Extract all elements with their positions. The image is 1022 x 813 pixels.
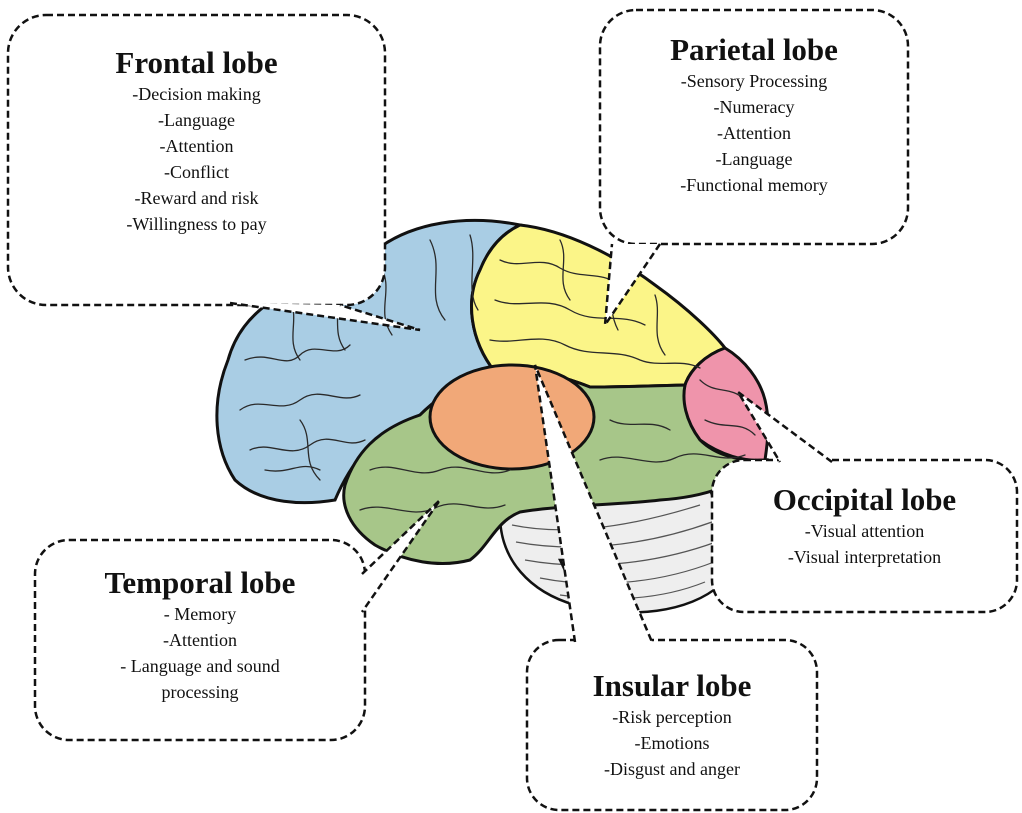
frontal-item: -Conflict [8,159,385,185]
occipital-title: Occipital lobe [712,482,1017,518]
frontal-title: Frontal lobe [8,45,385,81]
frontal-item: -Decision making [8,81,385,107]
insular-item: -Emotions [527,730,817,756]
temporal-title: Temporal lobe [35,565,365,601]
insular-item: -Risk perception [527,704,817,730]
parietal-item: -Attention [600,120,908,146]
temporal-item: -Attention [35,627,365,653]
frontal-item: -Reward and risk [8,185,385,211]
frontal-item: -Attention [8,133,385,159]
temporal-callout: Temporal lobe - Memory -Attention - Lang… [35,565,365,705]
occipital-item: -Visual interpretation [712,544,1017,570]
parietal-item: -Language [600,146,908,172]
frontal-item: -Language [8,107,385,133]
temporal-item: - Memory [35,601,365,627]
parietal-title: Parietal lobe [600,32,908,68]
insular-callout: Insular lobe -Risk perception -Emotions … [527,668,817,782]
insular-title: Insular lobe [527,668,817,704]
insular-item: -Disgust and anger [527,756,817,782]
occipital-callout: Occipital lobe -Visual attention -Visual… [712,482,1017,570]
parietal-item: -Sensory Processing [600,68,908,94]
frontal-item: -Willingness to pay [8,211,385,237]
occipital-item: -Visual attention [712,518,1017,544]
temporal-item: - Language and sound [35,653,365,679]
temporal-item: processing [35,679,365,705]
parietal-lobe-region [472,225,725,387]
parietal-item: -Functional memory [600,172,908,198]
frontal-callout: Frontal lobe -Decision making -Language … [8,45,385,237]
parietal-item: -Numeracy [600,94,908,120]
parietal-callout: Parietal lobe -Sensory Processing -Numer… [600,32,908,198]
